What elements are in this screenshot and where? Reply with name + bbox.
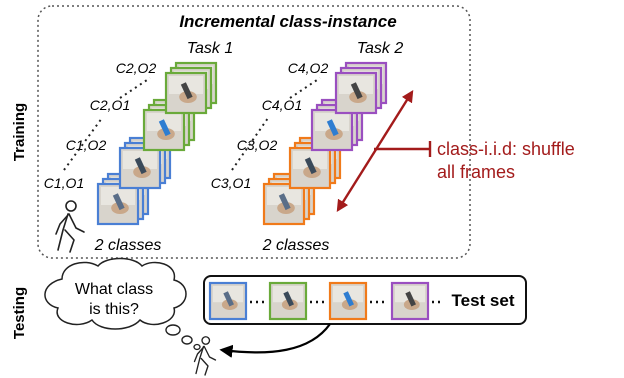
title-background	[165, 10, 410, 32]
task2-dotted-connector	[231, 117, 269, 171]
training-section-label: Training	[11, 103, 28, 161]
task1-stack-label: C1,O1	[44, 175, 84, 191]
training-title: Incremental class-instance	[179, 12, 396, 31]
task1-frame	[96, 182, 140, 226]
thought-bubble-line-2: is this?	[89, 301, 139, 318]
test-frame	[208, 281, 248, 321]
thought-bubble	[44, 257, 201, 351]
task1-label: Task 1	[187, 40, 234, 57]
test-set-label: Test set	[452, 291, 515, 310]
task2-frame	[262, 182, 306, 226]
task2-frame	[310, 108, 354, 152]
test-frame	[390, 281, 430, 321]
task2-frame	[334, 71, 378, 115]
walking-person-icon	[193, 336, 217, 376]
task2-label: Task 2	[357, 40, 404, 57]
task2-stack-label: C4,O1	[262, 97, 302, 113]
task2-frame	[288, 146, 332, 190]
task2-dotted-connector	[289, 77, 321, 99]
testing-section-label: Testing	[11, 287, 28, 339]
task2-stack-label: C3,O1	[211, 175, 251, 191]
training-frame	[37, 5, 471, 259]
task1-frame	[164, 71, 208, 115]
task2-stack-label: C4,O2	[288, 60, 329, 76]
walking-person-icon	[55, 200, 85, 253]
test-frame	[268, 281, 308, 321]
shuffle-double-arrow	[336, 89, 414, 213]
annotation-line-2: all frames	[437, 162, 515, 182]
test-arrow	[219, 323, 331, 358]
task1-stack-label: C2,O1	[90, 97, 130, 113]
task1-dotted-connector	[119, 77, 151, 99]
annotation-line-1: class-i.i.d: shuffle	[437, 139, 575, 159]
thought-bubble-line-1: What class	[75, 281, 153, 298]
task1-stack-label: C2,O2	[116, 60, 157, 76]
task1-stack-label: C1,O2	[66, 137, 107, 153]
task2-stack-label: C3,O2	[237, 137, 278, 153]
task1-frame	[118, 146, 162, 190]
task2-classes-caption: 2 classes	[262, 237, 330, 254]
test-frames	[208, 281, 442, 321]
task1-frame	[142, 108, 186, 152]
task1-classes-caption: 2 classes	[94, 237, 162, 254]
test-frame	[328, 281, 368, 321]
